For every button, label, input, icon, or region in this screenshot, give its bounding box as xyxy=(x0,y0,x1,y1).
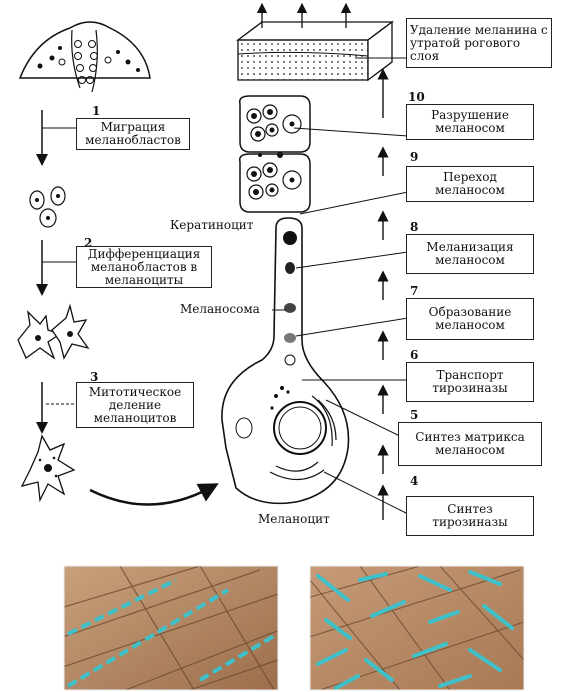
right-step-8-box: Меланизация меланосом xyxy=(406,234,534,274)
right-step-5-number: 5 xyxy=(410,408,418,422)
neural-crest-illustration xyxy=(20,22,150,92)
left-step-1-number: 1 xyxy=(92,104,100,118)
skin-photo-left xyxy=(54,566,290,692)
right-step-7-text: Образование меланосом xyxy=(410,306,530,332)
melanocyte-cells xyxy=(18,306,88,358)
left-step-2-text: Дифференциация меланобластов в меланоцит… xyxy=(80,248,208,287)
right-step-9-number: 9 xyxy=(410,150,418,164)
melanosome-label: Меланосома xyxy=(180,302,260,316)
right-step-9-box: Переход меланосом xyxy=(406,166,534,202)
keratinocyte-label: Кератиноцит xyxy=(170,218,253,232)
left-step-1-text: Миграция меланобластов xyxy=(80,121,186,147)
single-melanocyte xyxy=(22,436,74,500)
right-step-9-text: Переход меланосом xyxy=(410,171,530,197)
right-step-4-text: Синтез тирозиназы xyxy=(410,503,530,529)
right-step-8-number: 8 xyxy=(410,220,418,234)
right-step-4-box: Синтез тирозиназы xyxy=(406,496,534,536)
right-step-10-text: Разрушение меланосом xyxy=(410,109,530,135)
curved-arrow xyxy=(90,488,210,505)
left-step-3-box: Митотическое деление меланоцитов xyxy=(76,382,194,428)
skin-photo-right xyxy=(300,566,530,690)
right-step-removal-text: Удаление меланина с утратой рогового сло… xyxy=(410,24,548,63)
right-step-5-text: Синтез матрикса меланосом xyxy=(402,431,538,457)
melanocyte-body xyxy=(222,218,349,503)
right-step-10-number: 10 xyxy=(408,90,425,104)
right-step-removal-box: Удаление меланина с утратой рогового сло… xyxy=(406,18,552,68)
melanoblast-cells xyxy=(30,187,65,227)
right-step-8-text: Меланизация меланосом xyxy=(410,241,530,267)
left-step-1-box: Миграция меланобластов xyxy=(76,118,190,150)
right-step-10-box: Разрушение меланосом xyxy=(406,104,534,140)
right-step-7-number: 7 xyxy=(410,284,418,298)
right-step-6-number: 6 xyxy=(410,348,418,362)
right-step-4-number: 4 xyxy=(410,474,418,488)
left-step-3-text: Митотическое деление меланоцитов xyxy=(80,386,190,425)
stratum-corneum-block xyxy=(238,8,392,80)
right-step-5-box: Синтез матрикса меланосом xyxy=(398,422,542,466)
melanocyte-label: Меланоцит xyxy=(258,512,330,526)
right-step-6-box: Транспорт тирозиназы xyxy=(406,362,534,402)
right-step-6-text: Транспорт тирозиназы xyxy=(410,369,530,395)
right-step-7-box: Образование меланосом xyxy=(406,298,534,340)
left-step-2-box: Дифференциация меланобластов в меланоцит… xyxy=(76,246,212,288)
